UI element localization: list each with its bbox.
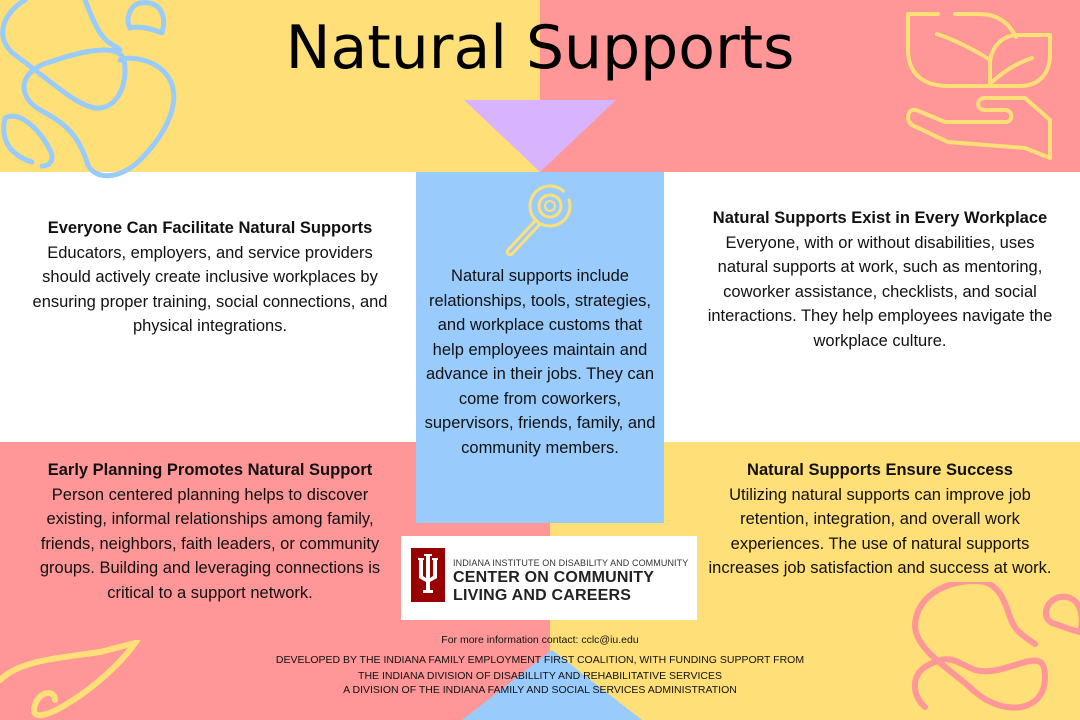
footer-contact: For more information contact: cclc@iu.ed… xyxy=(441,634,639,646)
panel-ensure-success: Natural Supports Ensure Success Utilizin… xyxy=(700,458,1060,581)
panel-body: Utilizing natural supports can improve j… xyxy=(708,485,1052,578)
header-left-background xyxy=(0,0,540,172)
plant-in-hand-icon xyxy=(900,10,1060,160)
footer-administration: A DIVISION OF THE INDIANA FAMILY AND SOC… xyxy=(343,684,737,696)
panel-heading: Early Planning Promotes Natural Support xyxy=(47,461,373,479)
logo-line-3: LIVING AND CAREERS xyxy=(453,587,632,604)
logo-line-2: CENTER ON COMMUNITY xyxy=(453,569,655,586)
triangle-shape xyxy=(462,650,642,720)
panel-body: Educators, employers, and service provid… xyxy=(32,243,388,336)
footer-developed-by: DEVELOPED BY THE INDIANA FAMILY EMPLOYME… xyxy=(275,654,805,666)
panel-exist-in-every-workplace: Natural Supports Exist in Every Workplac… xyxy=(700,206,1060,353)
panel-everyone-can-facilitate: Everyone Can Facilitate Natural Supports… xyxy=(22,216,398,339)
magnifier-icon xyxy=(502,180,578,260)
page-title: Natural Supports xyxy=(285,13,795,83)
squiggle-decoration-icon xyxy=(0,0,190,180)
panel-heading: Natural Supports Exist in Every Workplac… xyxy=(712,209,1048,227)
iu-trident-icon xyxy=(411,548,445,602)
center-definition-card: Natural supports include relationships, … xyxy=(416,172,664,523)
panel-body: Everyone, with or without disabilities, … xyxy=(707,233,1053,350)
squiggle-decoration-icon xyxy=(895,582,1080,720)
panel-heading: Everyone Can Facilitate Natural Supports xyxy=(47,219,373,237)
footer-division: THE INDIANA DIVISION OF DISABILLITY AND … xyxy=(358,670,722,682)
center-definition-text: Natural supports include relationships, … xyxy=(424,267,656,457)
panel-body: Person centered planning helps to discov… xyxy=(39,485,381,602)
panel-heading: Natural Supports Ensure Success xyxy=(747,461,1013,479)
arrow-down-shape xyxy=(464,100,616,172)
panel-early-planning: Early Planning Promotes Natural Support … xyxy=(22,458,398,605)
logo-institute-name: INDIANA INSTITUTE ON DISABILITY AND COMM… xyxy=(453,558,689,568)
cclc-logo: INDIANA INSTITUTE ON DISABILITY AND COMM… xyxy=(401,536,697,620)
swirl-decoration-icon xyxy=(0,640,150,720)
logo-center-name: CENTER ON COMMUNITY LIVING AND CAREERS xyxy=(453,569,654,605)
